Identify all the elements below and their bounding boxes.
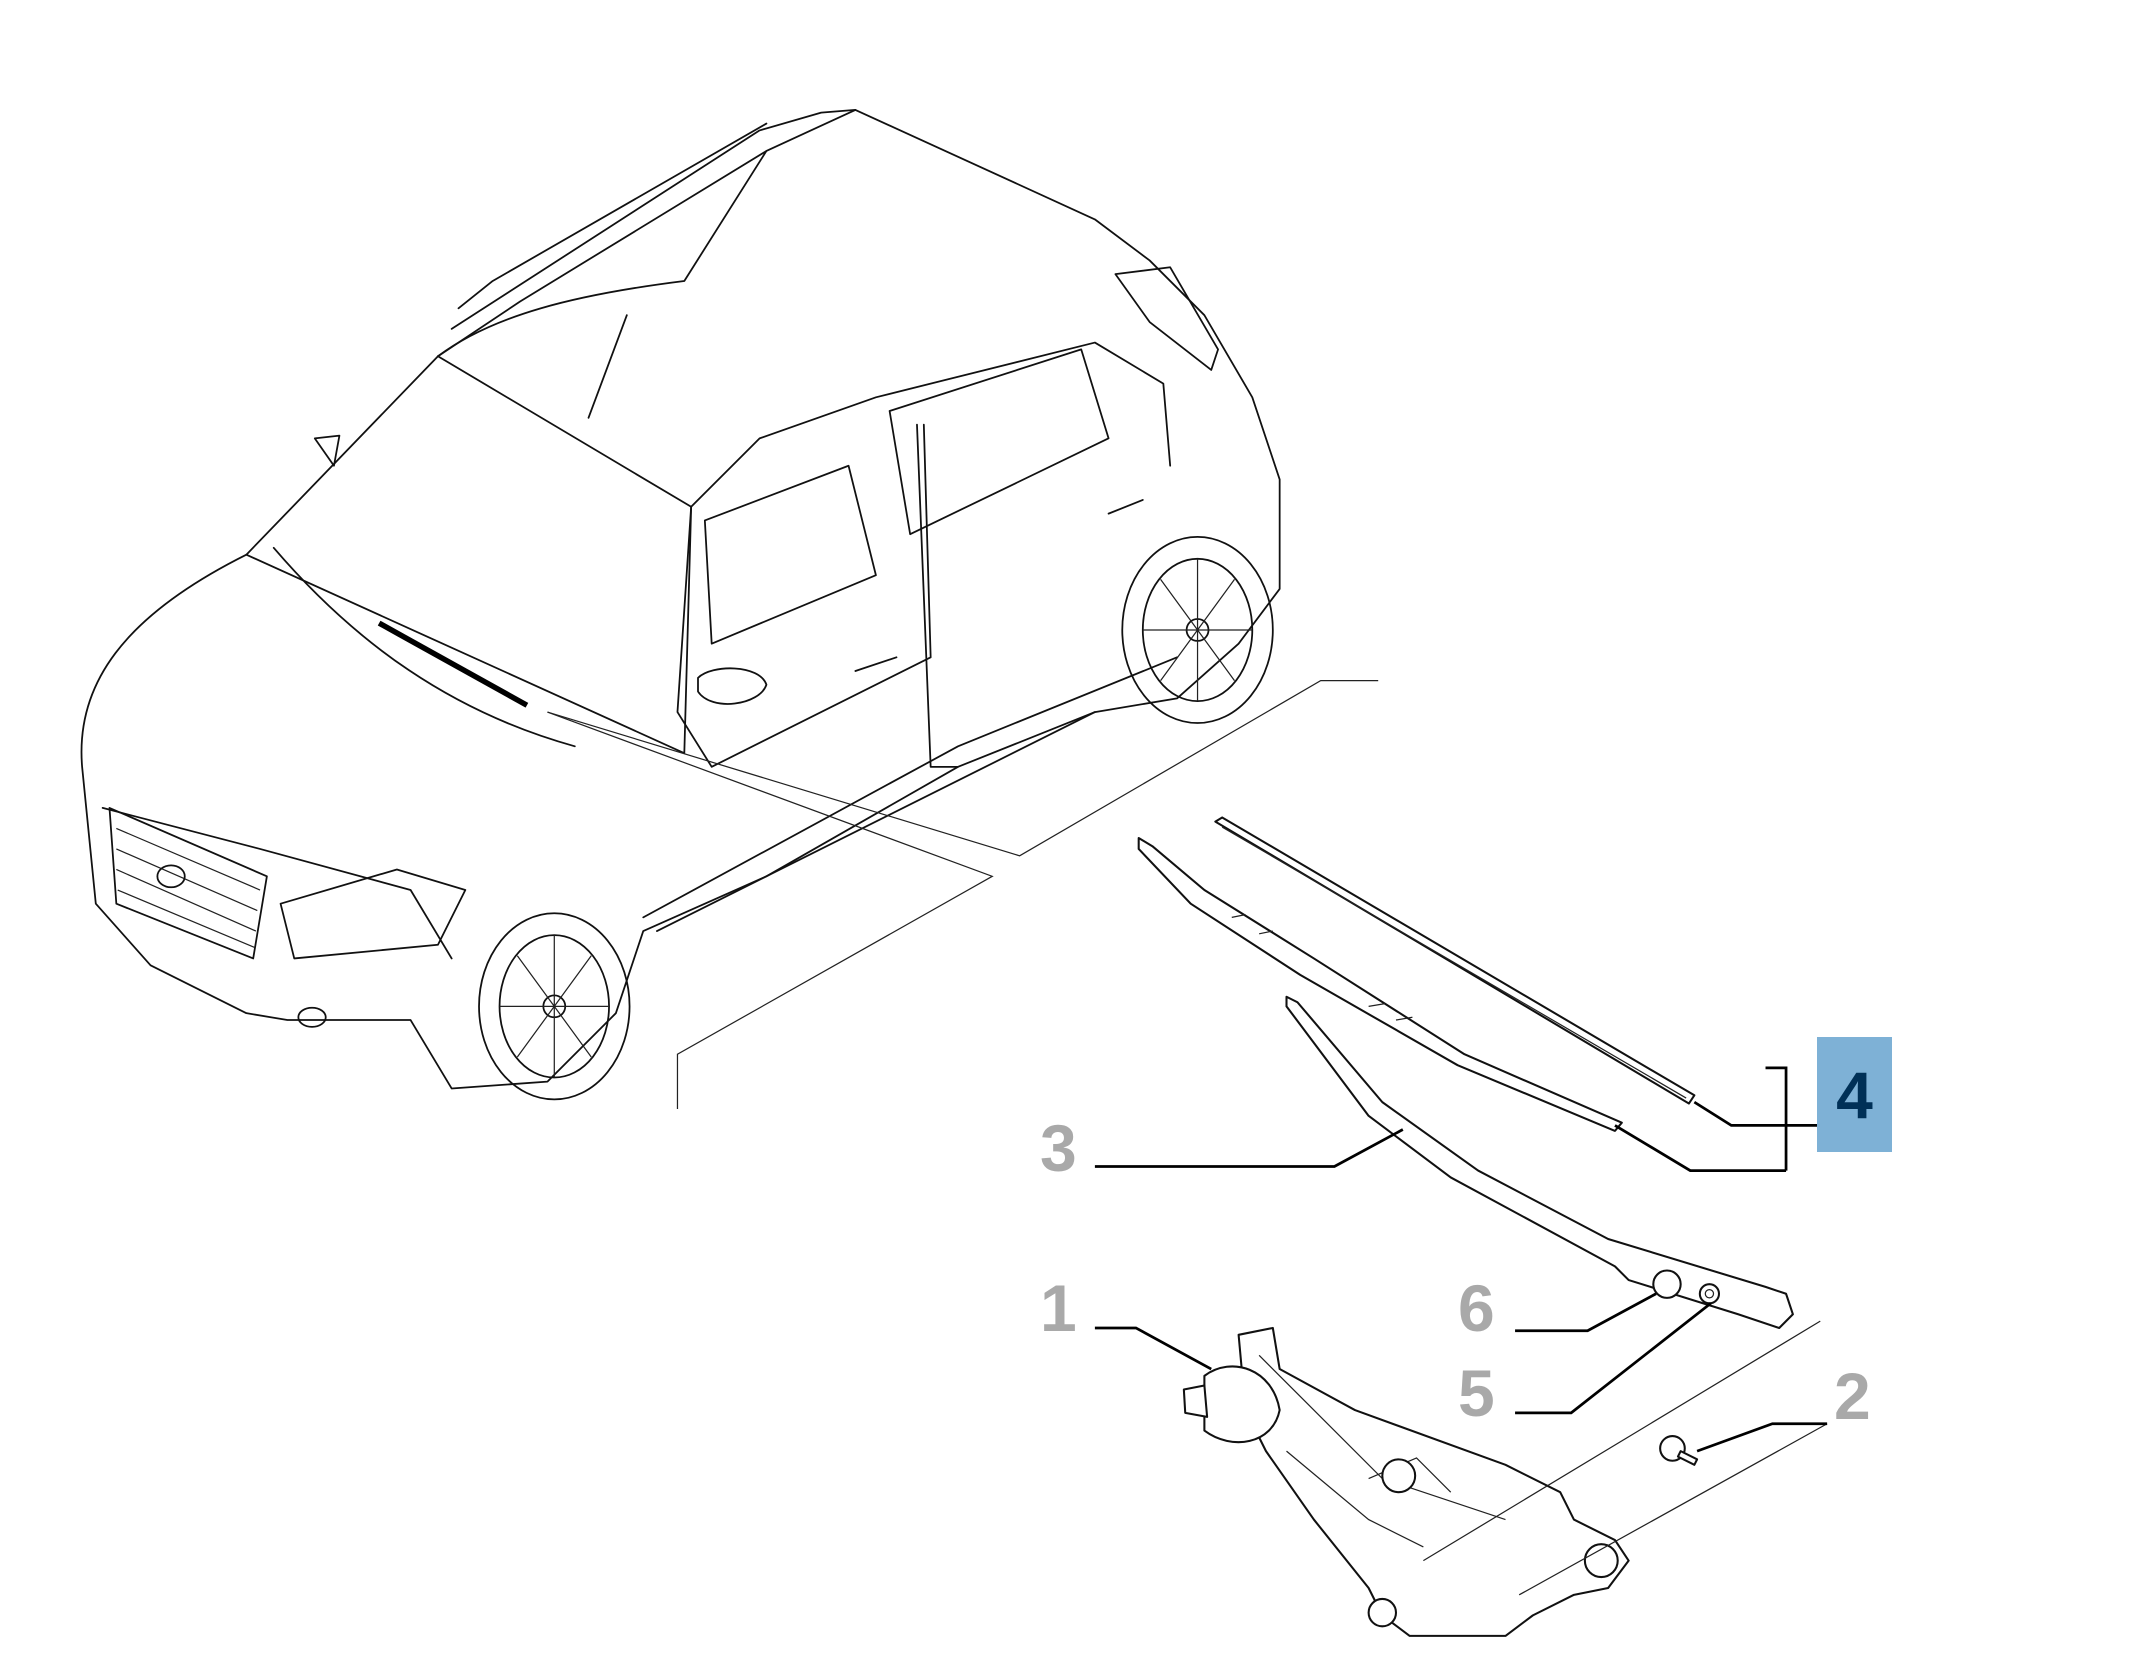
leader-lines bbox=[1094, 1066, 1828, 1453]
wiper-linkage-motor bbox=[1182, 1320, 1828, 1637]
callout-5[interactable]: 5 bbox=[1458, 1356, 1495, 1430]
car-illustration bbox=[80, 109, 1281, 1101]
wiper-arm bbox=[1285, 995, 1794, 1329]
wiper-arm-blade-assembly bbox=[1137, 836, 1623, 1132]
guide-lines bbox=[547, 679, 1379, 1109]
wiper-blade bbox=[1214, 816, 1696, 1105]
callout-4-label: 4 bbox=[1836, 1057, 1873, 1132]
callout-2[interactable]: 2 bbox=[1834, 1359, 1871, 1433]
callout-1[interactable]: 1 bbox=[1040, 1271, 1077, 1345]
callout-6[interactable]: 6 bbox=[1458, 1271, 1495, 1345]
nut bbox=[1659, 1435, 1699, 1466]
callout-3[interactable]: 3 bbox=[1040, 1111, 1077, 1185]
callout-4-highlighted[interactable]: 4 bbox=[1817, 1037, 1892, 1152]
